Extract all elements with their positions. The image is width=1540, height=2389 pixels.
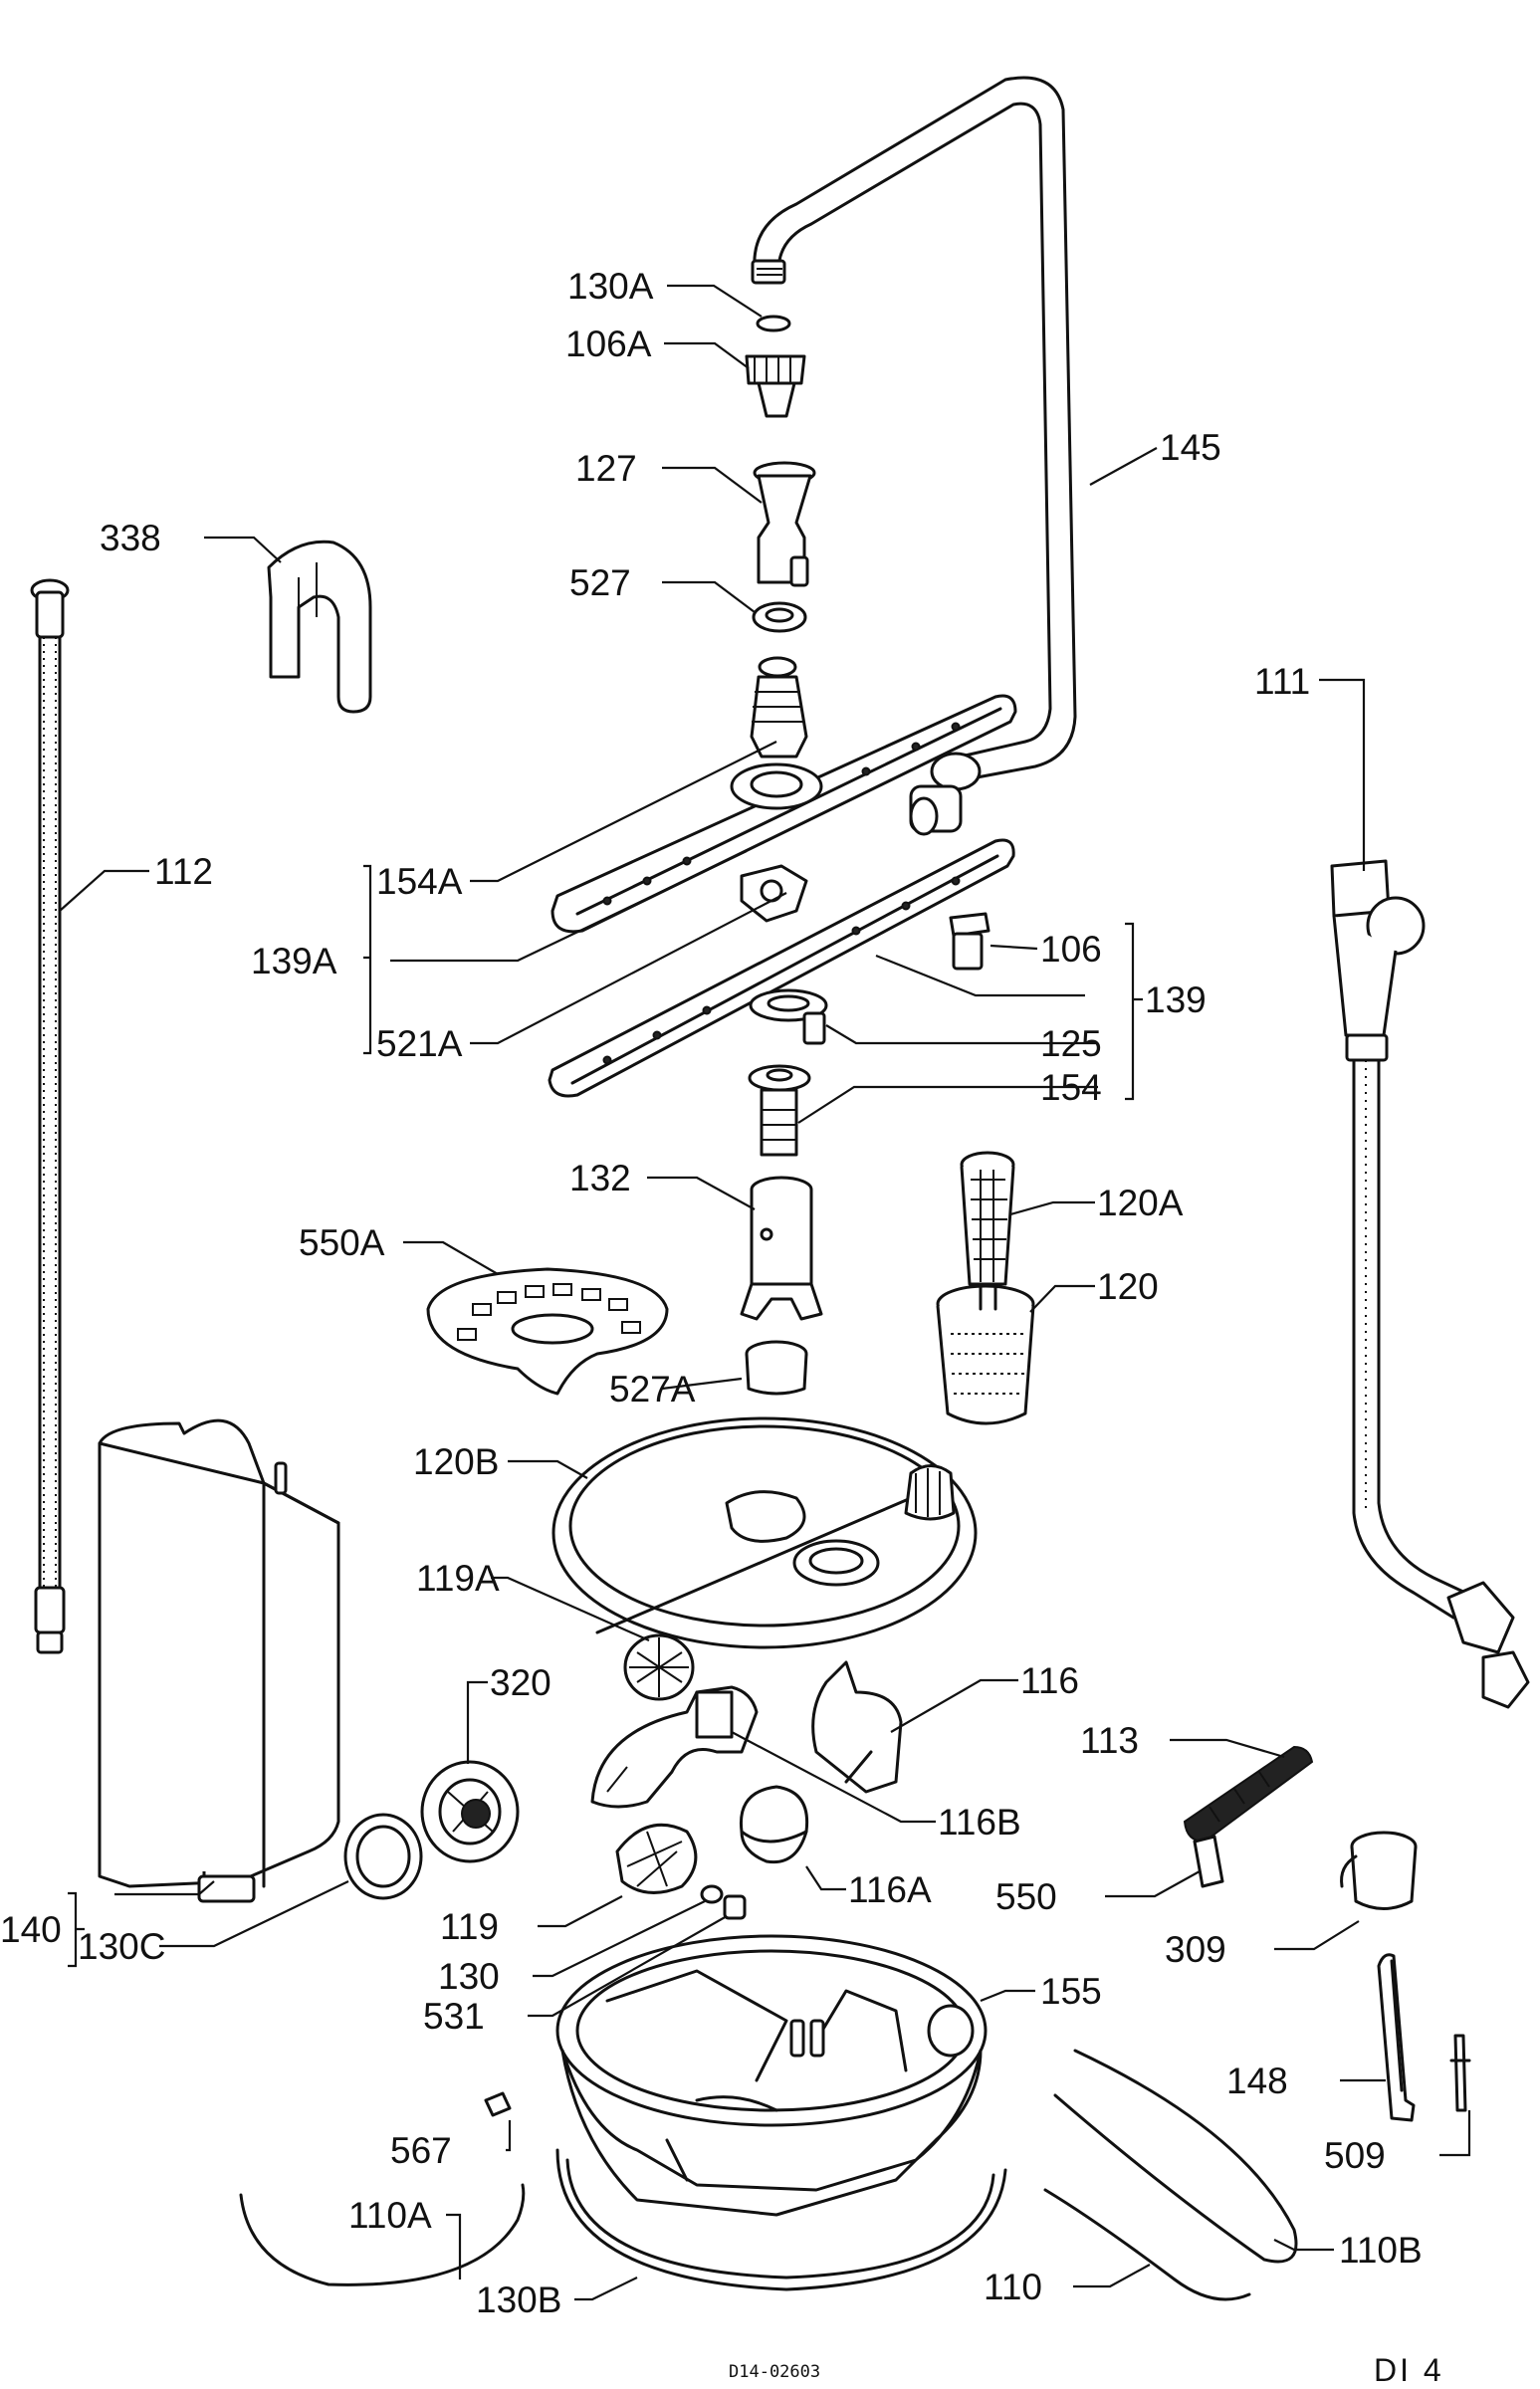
label-154: 154 [1040, 1067, 1102, 1108]
label-112: 112 [154, 851, 213, 892]
cap-309 [1340, 1831, 1418, 1910]
ring-527a [745, 1340, 808, 1396]
label-106: 106 [1040, 929, 1102, 970]
o-ring-130a [756, 315, 791, 332]
leader-lines [59, 284, 1471, 2301]
label-119a: 119A [416, 1558, 500, 1599]
label-550a: 550A [299, 1222, 385, 1263]
cover-116a [739, 1785, 809, 1864]
label-130c: 130C [78, 1926, 165, 1967]
braided-hose-112 [30, 578, 70, 1654]
sump-155 [555, 1934, 988, 2217]
label-120b: 120B [413, 1441, 499, 1482]
hose-110 [1043, 2188, 1251, 2301]
drawing-number: D14-02603 [729, 2362, 820, 2382]
label-567: 567 [390, 2130, 452, 2171]
upper-supply-pipe [751, 76, 1077, 836]
label-145: 145 [1160, 427, 1221, 468]
seal-320 [420, 1760, 520, 1863]
label-125: 125 [1040, 1023, 1102, 1064]
filter-120a [960, 1151, 1015, 1286]
hose-113 [1183, 1745, 1314, 1844]
label-139a: 139A [251, 941, 337, 981]
label-111: 111 [1254, 661, 1310, 702]
water-softener-140 [98, 1418, 340, 1903]
screw-130 [700, 1884, 724, 1904]
clip-148 [1377, 1953, 1416, 2122]
pump-part-116 [811, 1660, 903, 1794]
label-130: 130 [438, 1956, 500, 1997]
filter-120 [936, 1282, 1035, 1425]
label-309: 309 [1165, 1929, 1226, 1970]
part-567 [484, 2091, 512, 2117]
clip-106 [949, 912, 990, 971]
seal-ring-130c [343, 1813, 423, 1900]
label-110a: 110A [348, 2195, 432, 2236]
label-550: 550 [995, 1876, 1057, 1917]
bearing-ring-527 [752, 601, 807, 633]
label-154a: 154A [376, 861, 463, 902]
label-116b: 116B [938, 1802, 1021, 1843]
filter-tube-132 [740, 1176, 823, 1321]
label-521a: 521A [376, 1023, 463, 1064]
pump-housing-116b [590, 1685, 759, 1809]
label-531: 531 [423, 1996, 485, 2037]
label-338: 338 [100, 518, 161, 558]
label-110: 110 [984, 2267, 1042, 2307]
hose-110a [239, 2183, 526, 2286]
inlet-hose-111 [1330, 859, 1530, 1709]
label-110b: 110B [1339, 2230, 1423, 2271]
upper-spray-arm-154a [550, 656, 1017, 934]
label-127: 127 [575, 448, 637, 489]
label-130b: 130B [476, 2280, 561, 2320]
nut-125 [749, 988, 828, 1045]
label-120: 120 [1097, 1266, 1159, 1307]
hose-clip-338 [267, 540, 372, 714]
pin-509 [1449, 2034, 1471, 2112]
label-155: 155 [1040, 1971, 1102, 2012]
impeller-cap-119a [623, 1633, 695, 1701]
gasket-130b [555, 2148, 1007, 2291]
label-132: 132 [569, 1158, 631, 1198]
label-119: 119 [440, 1906, 499, 1947]
label-116: 116 [1020, 1660, 1079, 1701]
label-320: 320 [490, 1662, 551, 1703]
label-140: 140 [0, 1909, 62, 1950]
label-509: 509 [1324, 2135, 1386, 2176]
label-116a: 116A [848, 1869, 932, 1910]
hose-110b [1053, 2049, 1298, 2264]
label-527a: 527A [609, 1369, 696, 1410]
callout-labels: 145 130A 106A 127 527 338 111 112 154A 1… [0, 266, 1444, 2388]
sheet-id: DI 4 [1374, 2352, 1444, 2388]
cover-plate-550a [426, 1267, 669, 1396]
impeller-119 [615, 1823, 698, 1894]
label-148: 148 [1226, 2061, 1288, 2101]
label-139: 139 [1145, 979, 1207, 1020]
screw-531 [723, 1894, 747, 1920]
connector-127 [753, 461, 816, 587]
filter-plate-120b [551, 1416, 978, 1649]
label-527: 527 [569, 562, 631, 603]
label-130a: 130A [567, 266, 654, 307]
nut-106a [745, 354, 806, 418]
label-106a: 106A [565, 324, 652, 364]
label-113: 113 [1080, 1720, 1139, 1761]
spray-arm-bearing-154 [748, 1064, 811, 1157]
label-120a: 120A [1097, 1183, 1184, 1223]
block-550 [1193, 1835, 1224, 1888]
